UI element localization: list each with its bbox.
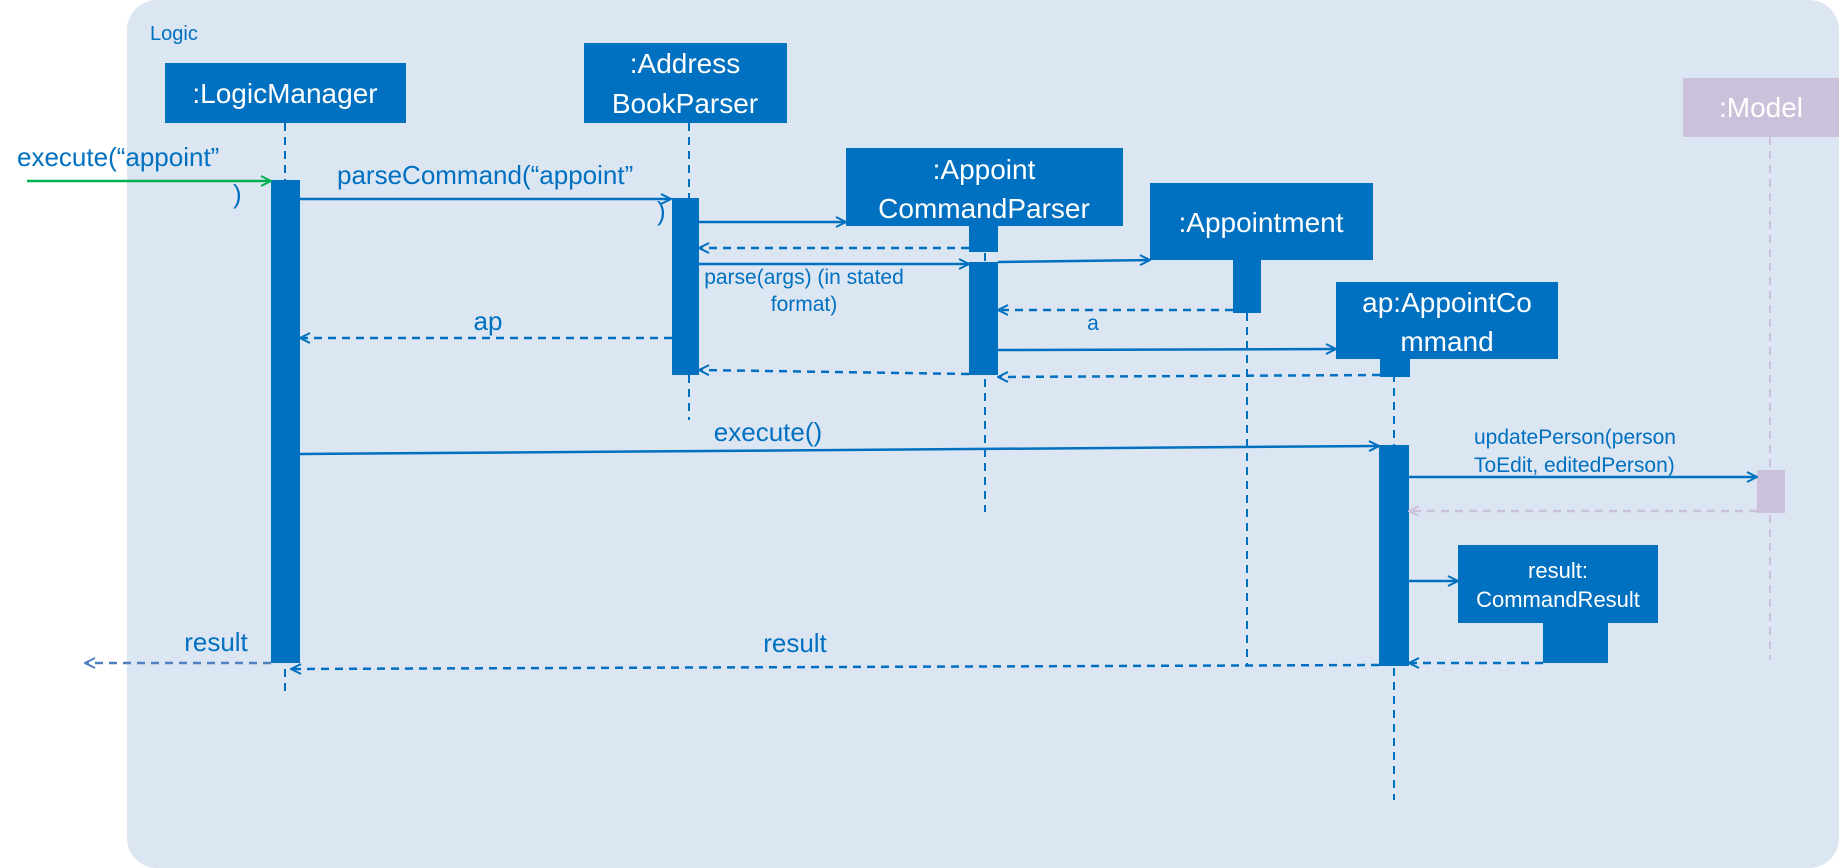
appointment-return-label: a xyxy=(1087,312,1099,335)
svg-text:CommandParser: CommandParser xyxy=(878,193,1090,224)
svg-text:result:: result: xyxy=(1528,558,1588,583)
appoint-command-activation-2 xyxy=(1379,445,1409,666)
appoint-command-parser-activation-2 xyxy=(969,262,998,375)
result-inner-label: result xyxy=(763,628,827,658)
execute-call-arrow xyxy=(299,446,1379,456)
update-person-label-end: ToEdit, editedPerson) xyxy=(1474,454,1675,477)
svg-text::Appointment: :Appointment xyxy=(1179,207,1344,238)
command-result-participant: result: CommandResult xyxy=(1458,545,1658,623)
create-command-arrow xyxy=(997,349,1336,350)
svg-text:ap:AppointCo: ap:AppointCo xyxy=(1362,287,1532,318)
parse-args-label: parse(args) (in stated xyxy=(704,266,904,289)
command-result-activation xyxy=(1543,623,1608,663)
execute-incoming-label-end: ) xyxy=(233,179,242,209)
svg-text:mmand: mmand xyxy=(1400,326,1493,357)
svg-text::Address: :Address xyxy=(630,48,741,79)
logic-manager-participant: :LogicManager xyxy=(165,63,406,123)
model-activation xyxy=(1757,470,1785,513)
appointment-activation xyxy=(1233,260,1261,313)
ap-return-label: ap xyxy=(474,306,503,336)
logic-frame xyxy=(127,0,1839,868)
svg-text::LogicManager: :LogicManager xyxy=(192,78,377,109)
result-outgoing-label: result xyxy=(184,627,248,657)
appoint-command-parser-participant: :Appoint CommandParser xyxy=(846,148,1123,226)
update-person-label: updatePerson(person xyxy=(1474,426,1676,449)
parse-args-label-end: format) xyxy=(771,293,838,316)
address-book-parser-participant: :Address BookParser xyxy=(584,43,787,123)
appoint-command-participant: ap:AppointCo mmand xyxy=(1336,282,1558,359)
appoint-command-parser-activation-1 xyxy=(969,225,998,252)
svg-text::Appoint: :Appoint xyxy=(933,154,1036,185)
create-appointment-arrow xyxy=(997,260,1150,262)
model-participant: :Model xyxy=(1683,78,1839,137)
frame-label: Logic xyxy=(150,23,198,45)
command-created-return xyxy=(998,375,1381,377)
svg-text:CommandResult: CommandResult xyxy=(1476,587,1640,612)
execute-call-label: execute() xyxy=(714,417,822,447)
appointment-participant: :Appointment xyxy=(1150,183,1373,260)
execute-incoming-label: execute(“appoint” xyxy=(17,142,219,172)
parse-command-label: parseCommand(“appoint” xyxy=(337,160,633,190)
logic-manager-activation xyxy=(271,180,300,663)
parse-command-label-end: ) xyxy=(657,196,666,226)
appoint-command-activation-1 xyxy=(1380,359,1410,377)
svg-text::Model: :Model xyxy=(1719,92,1803,123)
svg-text:BookParser: BookParser xyxy=(612,88,758,119)
address-book-parser-activation xyxy=(672,198,699,375)
parser-return xyxy=(699,370,970,374)
